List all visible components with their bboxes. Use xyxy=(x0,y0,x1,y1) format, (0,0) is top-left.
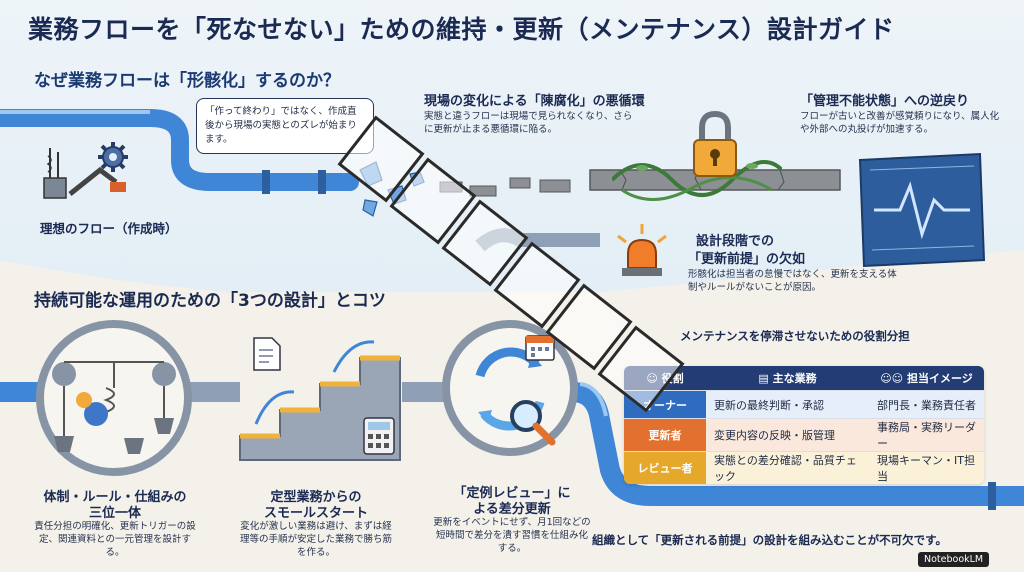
point3-body: 形骸化は担当者の怠慢ではなく、更新を支える体制やルールがないことが原因。 xyxy=(688,269,897,293)
section-divider-wave xyxy=(0,250,1024,310)
clipboard-icon: ▤ xyxy=(758,372,769,385)
owner-cell: 部門長・業務責任者 xyxy=(869,390,984,418)
header-owner: ☺☺ 担当イメージ xyxy=(869,366,984,390)
page-title: 業務フローを「死なせない」ための維持・更新（メンテナンス）設計ガイド xyxy=(28,15,895,44)
header-duty-label: 主な業務 xyxy=(772,372,817,385)
header-duty: ▤ 主な業務 xyxy=(706,366,869,390)
table-row: オーナー 更新の最終判断・承認 部門長・業務責任者 xyxy=(624,390,984,418)
point1-title: 現場の変化による「陳腐化」の悪循環 xyxy=(424,94,645,109)
item1-body: 責任分担の明確化、更新トリガーの設定、関連資料との一元管理を設計する。 xyxy=(34,521,196,558)
owner-cell: 現場キーマン・IT担当 xyxy=(869,451,984,484)
vine-icon xyxy=(612,160,782,201)
duty-cell: 更新の最終判断・承認 xyxy=(706,390,869,418)
duty-cell: 変更内容の反映・版管理 xyxy=(706,418,869,451)
speech-bubble: 「作って終わり」ではなく、作成直後から現場の実態とのズレが始まります。 xyxy=(196,98,374,154)
table-row: 更新者 変更内容の反映・版管理 事務局・実務リーダー xyxy=(624,418,984,451)
point3-title-line2: 「更新前提」の欠如 xyxy=(688,252,806,267)
calculator-icon xyxy=(363,417,395,455)
duty-cell: 実態との差分確認・品質チェック xyxy=(706,451,869,484)
section1-heading: なぜ業務フローは「形骸化」するのか？ xyxy=(34,71,340,91)
roles-table: ☺ 役割 ▤ 主な業務 ☺☺ 担当イメージ オーナー 更新の最終判断・承認 部門… xyxy=(624,366,984,484)
table-row: レビュー者 実態との差分確認・品質チェック 現場キーマン・IT担当 xyxy=(624,451,984,484)
blueprint-icon xyxy=(858,152,986,268)
document-icon xyxy=(253,337,281,371)
point2-body: フローが古いと改善が感覚頼りになり、属人化や外部への丸投げが加速する。 xyxy=(800,111,1000,135)
roles-table-title: メンテナンスを停滞させないための役割分担 xyxy=(680,329,910,343)
lock-icon xyxy=(693,110,737,177)
point3-title-line1: 設計段階での xyxy=(696,234,775,249)
point1-body: 実態と違うフローは現場で見られなくなり、さらに更新が止まる悪循環に陥る。 xyxy=(424,111,633,135)
item1-title-line2: 三位一体 xyxy=(88,506,141,521)
item1-title-line1: 体制・ルール・仕組みの xyxy=(43,490,187,505)
item3-title-line2: よる差分更新 xyxy=(473,502,551,517)
alarm-light-icon xyxy=(617,224,667,276)
magnifier-icon xyxy=(510,400,556,446)
ideal-flow-label: 理想のフロー（作成時） xyxy=(40,221,178,236)
item3-title-line1: 「定例レビュー」に xyxy=(453,486,571,501)
machine-icon xyxy=(43,148,126,199)
stairs-icon xyxy=(239,340,401,461)
item2-title-line2: スモールスタート xyxy=(263,506,368,521)
item2-title-line1: 定型業務からの xyxy=(270,490,362,505)
owner-cell: 事務局・実務リーダー xyxy=(869,418,984,451)
pulley-icon xyxy=(36,320,192,476)
header-owner-label: 担当イメージ xyxy=(907,372,973,385)
role-cell: レビュー者 xyxy=(624,451,706,484)
point2-title: 「管理不能状態」への逆戻り xyxy=(800,94,970,109)
item2-body: 変化が激しい業務は避け、まずは経理等の手順が安定した業務で勝ち筋を作る。 xyxy=(239,521,392,558)
gear-icon xyxy=(98,142,128,172)
section2-heading: 持続可能な運用のための「3つの設計」とコツ xyxy=(34,291,386,311)
group-icon: ☺☺ xyxy=(880,372,904,385)
footer-note: 組織として「更新される前提」の設計を組み込むことが不可欠です。 xyxy=(592,533,948,547)
calendar-icon xyxy=(525,335,555,361)
role-cell: 更新者 xyxy=(624,418,706,451)
brand-badge: NotebookLM xyxy=(918,552,990,567)
item3-body: 更新をイベントにせず、月1回などの短時間で差分を潰す習慣を仕組み化する。 xyxy=(433,517,591,554)
